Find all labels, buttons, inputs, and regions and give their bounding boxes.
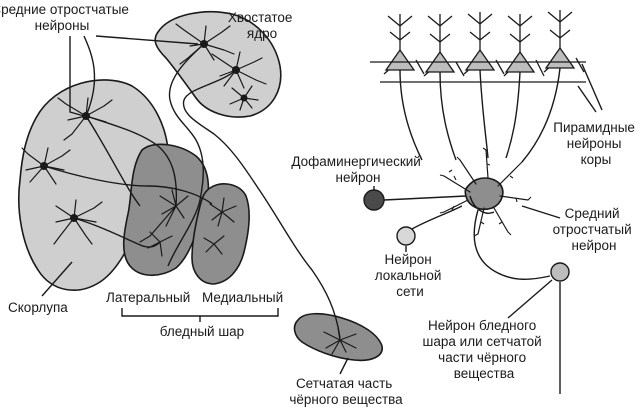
medium-spiny-neuron: [439, 147, 532, 237]
pallidal-neuron: [550, 262, 570, 394]
pointer-medium-spiny-top-2: [83, 35, 96, 117]
pointer-pyramidal-2: [581, 63, 603, 111]
label-local-circuit: Нейрон локальной сети: [375, 252, 445, 299]
caudate-neuron-3: [229, 85, 259, 111]
label-putamen: Скорлупа: [8, 300, 68, 315]
substantia-nigra-reticulata: [293, 312, 383, 362]
label-medium-spiny-right: Средний отростчатый нейрон: [553, 206, 636, 253]
label-medial: Медиальный: [202, 290, 283, 305]
projection-putamen-3: [73, 217, 161, 248]
label-pyramidal: Пирамидные нейроны коры: [553, 120, 638, 167]
projection-putamen-deep: [85, 115, 141, 207]
lateral-globus-pallidus: [122, 143, 210, 277]
pointer-pyramidal-1: [577, 85, 597, 113]
pyramidal-neurons: [370, 10, 586, 83]
projection-caudate-to-nigra: [182, 69, 341, 339]
dopaminergic-neuron: [363, 189, 495, 214]
bracket-globus-pallidus: [121, 308, 279, 322]
label-caudate: Хвостатое ядро: [228, 10, 296, 41]
pointer-medium-spiny-top: [69, 36, 85, 117]
projection-caudate-to-gp: [167, 43, 205, 267]
local-circuit-neuron: [396, 205, 463, 246]
lateral-gp-neuron: [139, 189, 189, 257]
corticostriatal-axons: [399, 67, 561, 163]
medial-gp-neuron: [203, 197, 237, 255]
label-pallidal-neuron: Нейрон бледного шара или сетчатой части …: [423, 318, 546, 381]
label-lateral: Латеральный: [106, 290, 190, 305]
pointer-nigra: [339, 357, 349, 375]
pointer-putamen: [41, 261, 73, 297]
label-globus-pallidus: бледный шар: [160, 324, 244, 339]
pointer-pallidal: [507, 279, 553, 319]
projection-putamen-to-lateral-gp: [85, 115, 178, 207]
striatal-efferent-axon: [473, 209, 551, 280]
label-substantia-nigra: Сетчатая часть чёрного вещества: [289, 376, 403, 407]
label-dopaminergic: Дофаминергический нейрон: [291, 154, 424, 185]
label-medium-spiny-top: Средние отростчатые нейроны: [0, 2, 133, 33]
medial-globus-pallidus: [191, 183, 250, 285]
projection-putamen-to-medial-gp: [43, 165, 213, 205]
pointer-medium-spiny-top-3: [95, 35, 199, 45]
pointer-medium-spiny-right: [521, 205, 561, 219]
